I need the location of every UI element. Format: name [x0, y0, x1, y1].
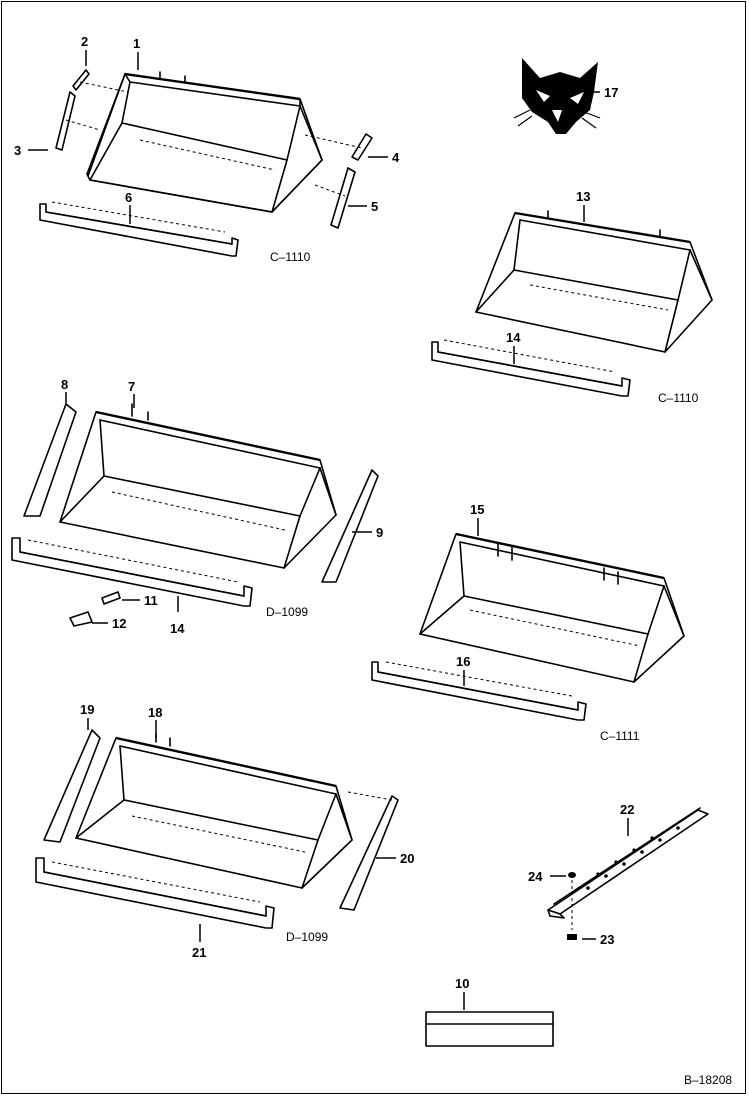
- bolt-on-tooth-11: [101, 591, 121, 605]
- bolt-on-edge-22: [547, 807, 709, 919]
- callout-20: 20: [400, 851, 414, 866]
- bucket-4-assembly: [371, 532, 685, 721]
- drawing-code-bucket-5: D–1099: [286, 930, 328, 944]
- side-plate-2: [72, 69, 90, 91]
- drawing-code-bucket-3: D–1099: [266, 605, 308, 619]
- callout-10: 10: [455, 976, 469, 991]
- bucket-13: [475, 210, 713, 353]
- sheet-number: B–18208: [684, 1073, 732, 1087]
- bolt-23: [567, 934, 577, 940]
- bucket-3-assembly: [11, 403, 379, 627]
- callout-19: 19: [80, 702, 94, 717]
- callout-22: 22: [620, 802, 634, 817]
- side-plate-9: [321, 469, 379, 583]
- callout-2: 2: [81, 34, 88, 49]
- side-plate-4: [351, 133, 373, 161]
- callout-23: 23: [600, 932, 614, 947]
- cutting-edge-14-upper: [431, 339, 631, 397]
- callout-14a: 14: [506, 330, 521, 345]
- side-plate-19: [43, 729, 101, 843]
- callout-17: 17: [604, 85, 618, 100]
- bucket-1: [86, 71, 323, 213]
- bucket-7: [59, 403, 337, 569]
- bucket-2-assembly: [431, 210, 713, 397]
- drawing-code-bucket-2: C–1110: [658, 391, 699, 405]
- callout-11: 11: [144, 593, 158, 608]
- cutting-edge-14-lower: [11, 537, 253, 607]
- side-plate-3: [55, 91, 76, 151]
- drawing-code-bucket-4: C–1111: [600, 729, 640, 743]
- decal-10: [425, 1011, 554, 1047]
- callout-7: 7: [128, 379, 135, 394]
- side-plate-8: [23, 403, 77, 517]
- callout-4: 4: [392, 150, 400, 165]
- callout-24: 24: [528, 869, 543, 884]
- callout-6: 6: [125, 190, 132, 205]
- callout-21: 21: [192, 945, 206, 960]
- callout-8: 8: [61, 377, 68, 392]
- bucket-18: [75, 733, 353, 889]
- callout-18: 18: [148, 705, 162, 720]
- cutting-edge-21: [35, 857, 275, 929]
- callout-12: 12: [112, 616, 126, 631]
- side-plate-5: [330, 167, 356, 229]
- callout-15: 15: [470, 502, 484, 517]
- bucket-1-assembly: [39, 69, 373, 257]
- bucket-5-assembly: [35, 729, 399, 929]
- nut-24: [568, 872, 576, 930]
- callout-16: 16: [456, 654, 470, 669]
- cutting-edge-16: [371, 661, 587, 721]
- bucket-15: [419, 532, 685, 683]
- cutting-edge-6: [39, 201, 239, 257]
- bobcat-head-logo-icon: [513, 58, 601, 134]
- tooth-12: [69, 611, 93, 627]
- callout-13: 13: [576, 189, 590, 204]
- side-plate-20: [339, 795, 399, 911]
- callout-3: 3: [14, 143, 21, 158]
- callout-9: 9: [376, 525, 383, 540]
- callout-5: 5: [371, 199, 378, 214]
- callout-14b: 14: [170, 621, 185, 636]
- callout-1: 1: [133, 36, 140, 51]
- drawing-code-bucket-1: C–1110: [270, 250, 311, 264]
